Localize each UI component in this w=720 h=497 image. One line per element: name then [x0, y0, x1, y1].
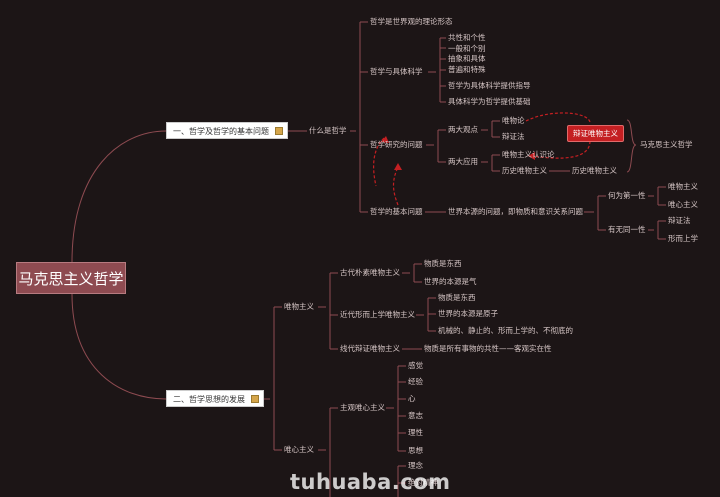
- science-item[interactable]: 普遍和特殊: [448, 65, 486, 74]
- branch-2-title: 二、哲学思想的发展: [173, 395, 245, 404]
- root-node[interactable]: 马克思主义哲学: [16, 262, 126, 294]
- objective-item[interactable]: 理念: [408, 461, 423, 470]
- subjective-item[interactable]: 思想: [408, 446, 423, 455]
- dialectical-item[interactable]: 物质是所有事物的共性——客观实在性: [424, 344, 552, 353]
- identity-node[interactable]: 有无同一性: [608, 225, 646, 234]
- identity-dialectics[interactable]: 辩证法: [668, 216, 691, 225]
- modern-item[interactable]: 物质是东西: [438, 293, 476, 302]
- primacy-node[interactable]: 何为第一性: [608, 191, 646, 200]
- note-icon[interactable]: [275, 127, 283, 135]
- science-item[interactable]: 一般和个别: [448, 44, 486, 53]
- idealism-node[interactable]: 唯心主义: [284, 445, 314, 454]
- modern-materialism-node[interactable]: 近代形而上学唯物主义: [340, 310, 415, 319]
- science-base-node[interactable]: 具体科学为哲学提供基础: [448, 97, 531, 106]
- ancient-materialism-node[interactable]: 古代朴素唯物主义: [340, 268, 400, 277]
- basic-question-desc[interactable]: 世界本源的问题，即物质和意识关系问题: [448, 207, 583, 216]
- dialectical-materialism-node[interactable]: 线代辩证唯物主义: [340, 344, 400, 353]
- subjective-item[interactable]: 经验: [408, 377, 423, 386]
- branch-1-node[interactable]: 一、哲学及哲学的基本问题: [166, 122, 288, 139]
- materialism-node[interactable]: 唯物主义: [284, 302, 314, 311]
- science-item[interactable]: 抽象和具体: [448, 54, 486, 63]
- historical-materialism-node[interactable]: 历史唯物主义: [502, 166, 547, 175]
- watermark: tuhuaba.com: [290, 470, 451, 494]
- dialectics-view-node[interactable]: 辩证法: [502, 132, 525, 141]
- primacy-idealism[interactable]: 唯心主义: [668, 200, 698, 209]
- science-item[interactable]: 共性和个性: [448, 33, 486, 42]
- worldview-node[interactable]: 哲学是世界观的理论形态: [370, 17, 453, 26]
- marxist-philosophy-summary[interactable]: 马克思主义哲学: [640, 140, 693, 149]
- subjective-item[interactable]: 感觉: [408, 361, 423, 370]
- modern-item[interactable]: 世界的本源是原子: [438, 309, 498, 318]
- historical-materialism-summary[interactable]: 历史唯物主义: [572, 166, 617, 175]
- two-applications-node[interactable]: 两大应用: [448, 157, 478, 166]
- note-icon[interactable]: [251, 395, 259, 403]
- branch-2-node[interactable]: 二、哲学思想的发展: [166, 390, 264, 407]
- identity-metaphysics[interactable]: 形而上学: [668, 234, 698, 243]
- objective-item[interactable]: 绝对精神: [408, 478, 438, 487]
- what-is-philosophy-node[interactable]: 什么是哲学: [309, 126, 347, 135]
- dialectical-materialism-tag[interactable]: 辩证唯物主义: [567, 125, 624, 142]
- subjective-item[interactable]: 理性: [408, 428, 423, 437]
- basic-question-node[interactable]: 哲学的基本问题: [370, 207, 423, 216]
- research-question-node[interactable]: 哲学研究的问题: [370, 140, 423, 149]
- ancient-item[interactable]: 世界的本源是气: [424, 277, 477, 286]
- primacy-materialism[interactable]: 唯物主义: [668, 182, 698, 191]
- science-guide-node[interactable]: 哲学为具体科学提供指导: [448, 81, 531, 90]
- two-views-node[interactable]: 两大观点: [448, 125, 478, 134]
- ancient-item[interactable]: 物质是东西: [424, 259, 462, 268]
- materialism-view-node[interactable]: 唯物论: [502, 116, 525, 125]
- subjective-idealism-node[interactable]: 主观唯心主义: [340, 403, 385, 412]
- modern-item[interactable]: 机械的、静止的、形而上学的、不彻底的: [438, 326, 573, 335]
- subjective-item[interactable]: 意志: [408, 411, 423, 420]
- science-node[interactable]: 哲学与具体科学: [370, 67, 423, 76]
- branch-1-title: 一、哲学及哲学的基本问题: [173, 127, 269, 136]
- subjective-item[interactable]: 心: [408, 394, 416, 403]
- epistemology-node[interactable]: 唯物主义认识论: [502, 150, 555, 159]
